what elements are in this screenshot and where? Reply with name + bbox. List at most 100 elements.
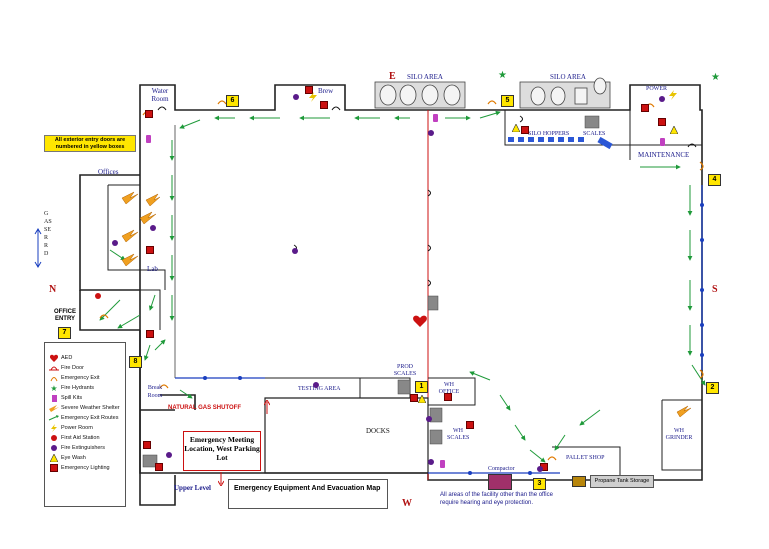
emergency-lighting-marker: [444, 393, 452, 401]
emergency-lighting-marker: [521, 126, 529, 134]
room-lab: Lab: [147, 265, 158, 273]
fire-extinguisher-marker: [150, 225, 156, 231]
emergency-lighting-marker: [410, 394, 418, 402]
emergency-lighting-marker: [146, 330, 154, 338]
emergency-exit-routes-icon: [48, 415, 59, 421]
room-water-room: Water Room: [151, 87, 169, 103]
room-wh-grinder: WH GRINDER: [665, 428, 693, 441]
room-silo-area-left: SILO AREA: [407, 73, 443, 81]
spill-kit-marker: [433, 114, 438, 122]
legend-item-power-room: Power Room: [47, 423, 125, 433]
exit-6: 6: [226, 95, 239, 107]
room-offices: Offices: [98, 168, 119, 176]
emergency-lighting-marker: [466, 421, 474, 429]
room-break-room: Break Room: [147, 385, 163, 399]
exit-3: 3: [533, 478, 546, 490]
severe-weather-shelter-icon: [121, 191, 160, 267]
power-room-icon: [51, 424, 57, 432]
legend-item-aed: AED: [47, 353, 125, 363]
legend-item-severe-weather-shelter: Severe Weather Shelter: [47, 403, 125, 413]
spill-kit-marker: [660, 138, 665, 146]
power-room-icon: [309, 92, 317, 102]
legend-label: Emergency Exit Routes: [61, 415, 119, 421]
legend-item-spill-kits: Spill Kits: [47, 393, 125, 403]
room-scales: SCALES: [583, 131, 606, 137]
exit-5: 5: [501, 95, 514, 107]
emergency-lighting-marker: [145, 110, 153, 118]
severe-weather-shelter-icon: [49, 405, 59, 412]
room-pallet-shop: PALLET SHOP: [566, 455, 605, 461]
spill-kit-icon: [51, 394, 57, 402]
emergency-lighting-marker: [143, 441, 151, 449]
compass-west: W: [402, 498, 412, 509]
fire-extinguisher-marker: [426, 416, 432, 422]
exit-7: 7: [58, 327, 71, 339]
emergency-lighting-marker: [641, 104, 649, 112]
room-prod-scales: PROD SCALES: [393, 364, 417, 377]
emergency-lighting-marker: [305, 86, 313, 94]
fire-extinguisher-marker: [293, 94, 299, 100]
room-wh-office: WH OFFICE: [438, 382, 460, 395]
emergency-lighting-marker: [320, 101, 328, 109]
compass-north: N: [49, 284, 57, 295]
exterior-doors-note: All exterior entry doors are numbered in…: [44, 135, 136, 152]
legend-item-emergency-lighting: Emergency Lighting: [47, 463, 125, 473]
compass-south: S: [712, 284, 718, 295]
first-aid-marker: [95, 293, 101, 299]
arrow-down-icon: [218, 472, 224, 486]
legend-item-fire-door: Fire Door: [47, 363, 125, 373]
first-aid-station-icon: [51, 435, 57, 441]
room-silo-hoppers: SILO HOPPERS: [528, 131, 570, 137]
protection-note: All areas of the facility other than the…: [440, 492, 553, 506]
eye-wash-icon: [418, 395, 426, 403]
legend-label: Fire Door: [61, 365, 84, 371]
legend-item-fire-hydrants: ★ Fire Hydrants: [47, 383, 125, 393]
legend-label: Eye Wash: [61, 455, 86, 461]
emergency-lighting-marker: [155, 463, 163, 471]
road-label: GASSER RD: [44, 211, 52, 257]
legend-item-fire-extinguishers: Fire Extinguishers: [47, 443, 125, 453]
fire-hydrant-icon: ★: [50, 383, 58, 393]
legend-label: Emergency Exit: [61, 375, 100, 381]
legend-item-first-aid-station: First Aid Station: [47, 433, 125, 443]
exit-1: 1: [415, 381, 428, 393]
room-power: POWER: [646, 86, 667, 92]
legend-label: AED: [61, 355, 73, 361]
aed-icon: [50, 354, 58, 362]
power-room-icon: [669, 90, 677, 100]
legend-label: Severe Weather Shelter: [61, 405, 120, 411]
emergency-lighting-marker: [658, 118, 666, 126]
propane-tank-icon: [572, 476, 586, 487]
legend-item-eye-wash: Eye Wash: [47, 453, 125, 463]
map-title: Emergency Equipment And Evacuation Map: [228, 479, 388, 509]
svg-text:★: ★: [711, 72, 720, 83]
severe-weather-shelter-icon: [676, 405, 692, 418]
legend-label: Spill Kits: [61, 395, 83, 401]
room-office-entry: OFFICE ENTRY: [54, 309, 76, 322]
fire-extinguisher-marker: [428, 459, 434, 465]
exit-8: 8: [129, 356, 142, 368]
room-silo-area-right: SILO AREA: [550, 73, 586, 81]
fire-extinguisher-marker: [112, 240, 118, 246]
exit-routes: [99, 110, 706, 463]
spill-kit-marker: [146, 135, 151, 143]
road-arrow-icon: [34, 228, 42, 268]
emergency-exit-icon: [50, 377, 58, 382]
fire-extinguisher-marker: [313, 382, 319, 388]
emergency-lighting-marker: [146, 246, 154, 254]
eye-wash-icon: [512, 124, 520, 132]
room-wh-scales: WH SCALES: [447, 428, 470, 441]
fire-extinguisher-marker: [659, 96, 665, 102]
eye-wash-icon: [50, 454, 58, 462]
building-walls: [79, 84, 703, 506]
emergency-lighting-icon: [50, 464, 58, 472]
fire-extinguisher-icon: [51, 445, 57, 451]
propane-storage: Propane Tank Storage: [590, 475, 654, 488]
spill-kit-marker: [440, 460, 445, 468]
legend-label: Power Room: [61, 425, 93, 431]
compass-east: E: [389, 71, 396, 82]
legend-item-emergency-exit: Emergency Exit: [47, 373, 125, 383]
fire-extinguisher-marker: [537, 466, 543, 472]
room-compactor: Compactor: [488, 466, 515, 472]
